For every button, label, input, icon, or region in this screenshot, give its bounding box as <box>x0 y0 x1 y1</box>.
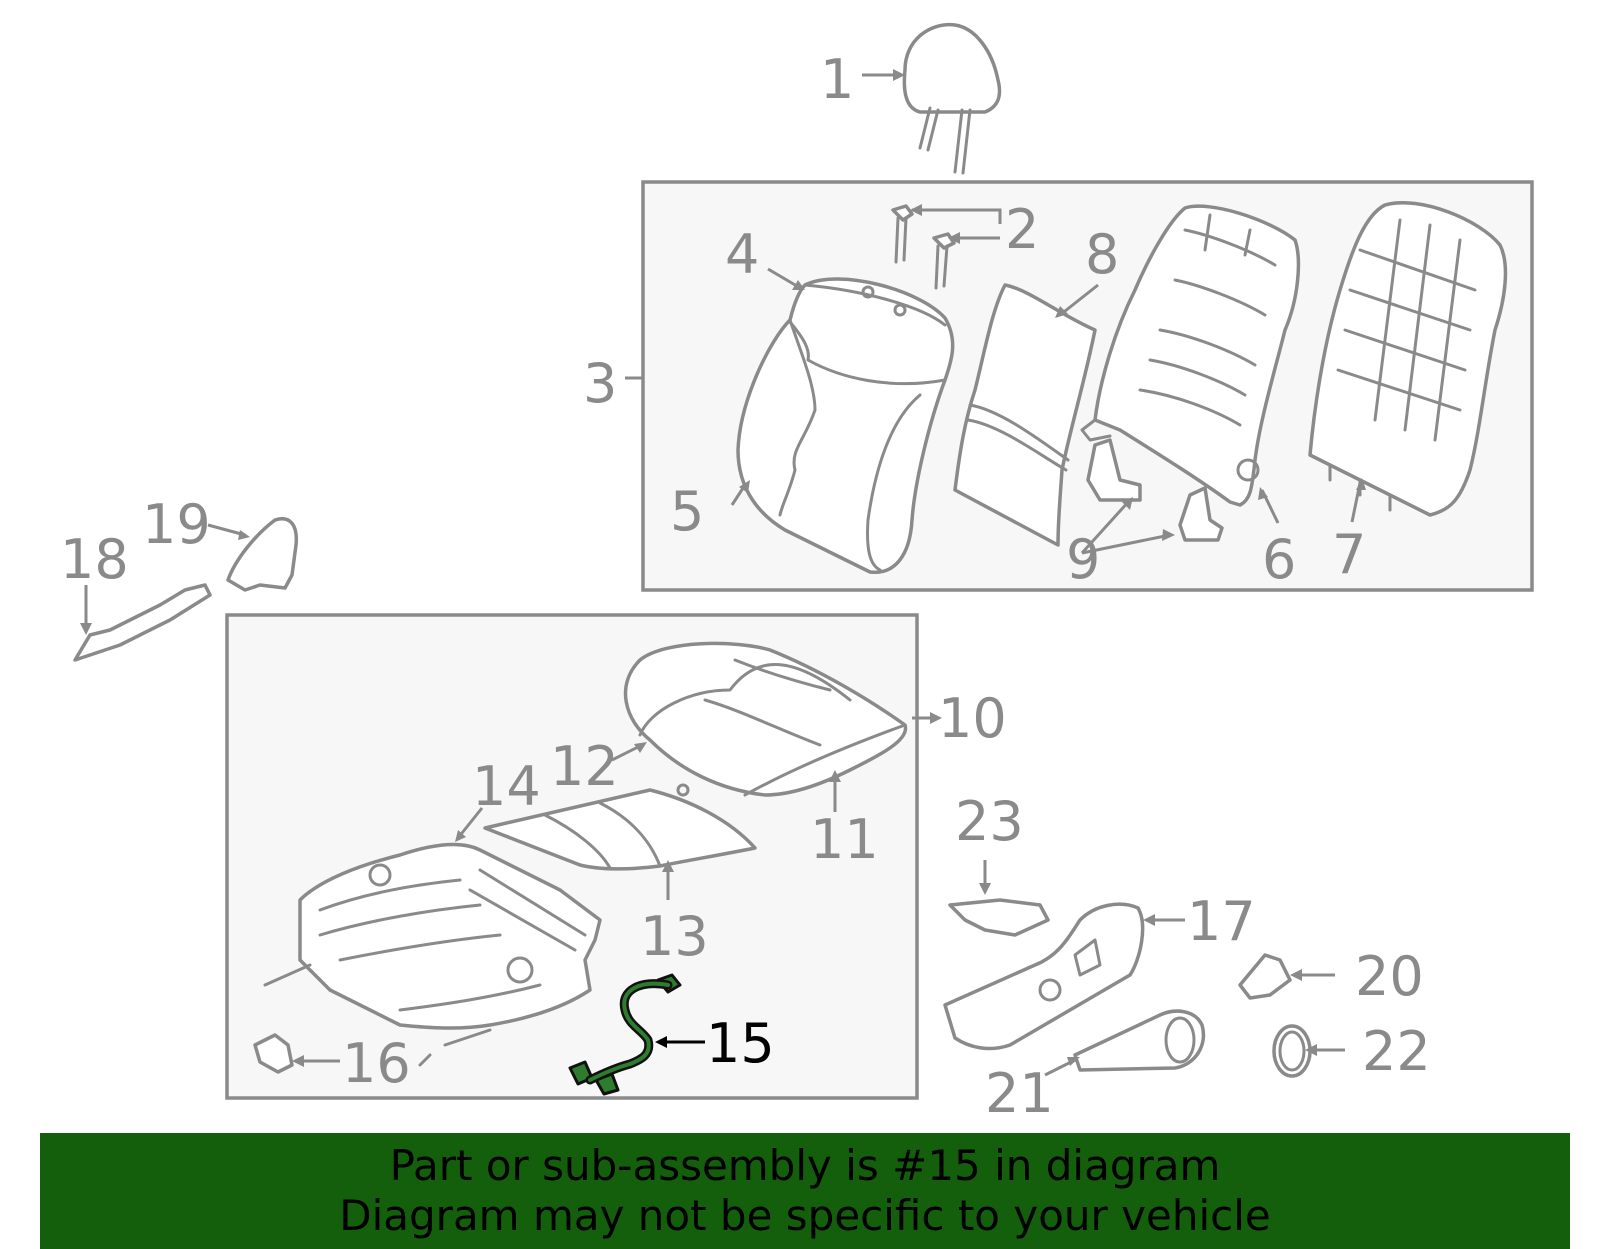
seatback-bracket-part[interactable] <box>1086 438 1224 542</box>
cushion-frame-part[interactable] <box>263 842 602 1067</box>
seatback-cover-part[interactable] <box>736 277 955 574</box>
callout-11[interactable]: 11 <box>810 808 879 871</box>
seat-cushion-part[interactable] <box>623 641 908 797</box>
callout-15[interactable]: 15 <box>706 1012 775 1075</box>
headrest-part[interactable] <box>902 22 1002 175</box>
callout-13[interactable]: 13 <box>640 905 709 968</box>
callout-8[interactable]: 8 <box>1085 223 1119 286</box>
handle-part[interactable] <box>1238 953 1292 1000</box>
callout-9[interactable]: 9 <box>1066 528 1100 591</box>
wiring-harness-part[interactable] <box>568 973 682 1096</box>
leader-arrowheads <box>80 69 1366 1067</box>
trim-cover-part[interactable] <box>226 517 299 592</box>
callout-3[interactable]: 3 <box>583 352 617 415</box>
callout-22[interactable]: 22 <box>1362 1020 1431 1083</box>
callout-14[interactable]: 14 <box>472 755 541 818</box>
callout-2[interactable]: 2 <box>1005 198 1039 261</box>
small-bracket-part[interactable] <box>253 1033 294 1074</box>
callout-7[interactable]: 7 <box>1332 523 1366 586</box>
ring-part[interactable] <box>1272 1024 1312 1078</box>
banner-line-disclaimer: Diagram may not be specific to your vehi… <box>339 1191 1271 1240</box>
callout-labels: 1 2 3 4 5 6 7 8 9 10 11 12 13 14 15 16 1… <box>60 48 1431 1125</box>
seatback-panel-part[interactable] <box>1308 201 1508 517</box>
callout-20[interactable]: 20 <box>1355 945 1424 1008</box>
callout-4[interactable]: 4 <box>725 223 759 286</box>
callout-1[interactable]: 1 <box>820 48 854 111</box>
part-info-banner: Part or sub-assembly is #15 in diagram D… <box>40 1133 1570 1249</box>
side-shield-part[interactable] <box>943 902 1145 1051</box>
seatback-frame-part[interactable] <box>1080 204 1301 507</box>
seatback-pad-part[interactable] <box>953 283 1097 547</box>
callout-6[interactable]: 6 <box>1262 528 1296 591</box>
callout-10[interactable]: 10 <box>938 687 1007 750</box>
cushion-pad-part[interactable] <box>483 783 757 871</box>
side-cover-part[interactable] <box>73 583 212 662</box>
callout-5[interactable]: 5 <box>670 480 704 543</box>
callout-17[interactable]: 17 <box>1187 890 1256 953</box>
callout-21[interactable]: 21 <box>985 1062 1054 1125</box>
callout-23[interactable]: 23 <box>955 790 1024 853</box>
banner-line-part-number: Part or sub-assembly is #15 in diagram <box>389 1141 1221 1190</box>
callout-19[interactable]: 19 <box>142 493 211 556</box>
clip-part[interactable] <box>948 898 1050 937</box>
callout-18[interactable]: 18 <box>60 528 129 591</box>
callout-12[interactable]: 12 <box>550 735 619 798</box>
cover-part[interactable] <box>1073 1009 1206 1072</box>
callout-16[interactable]: 16 <box>342 1032 411 1095</box>
